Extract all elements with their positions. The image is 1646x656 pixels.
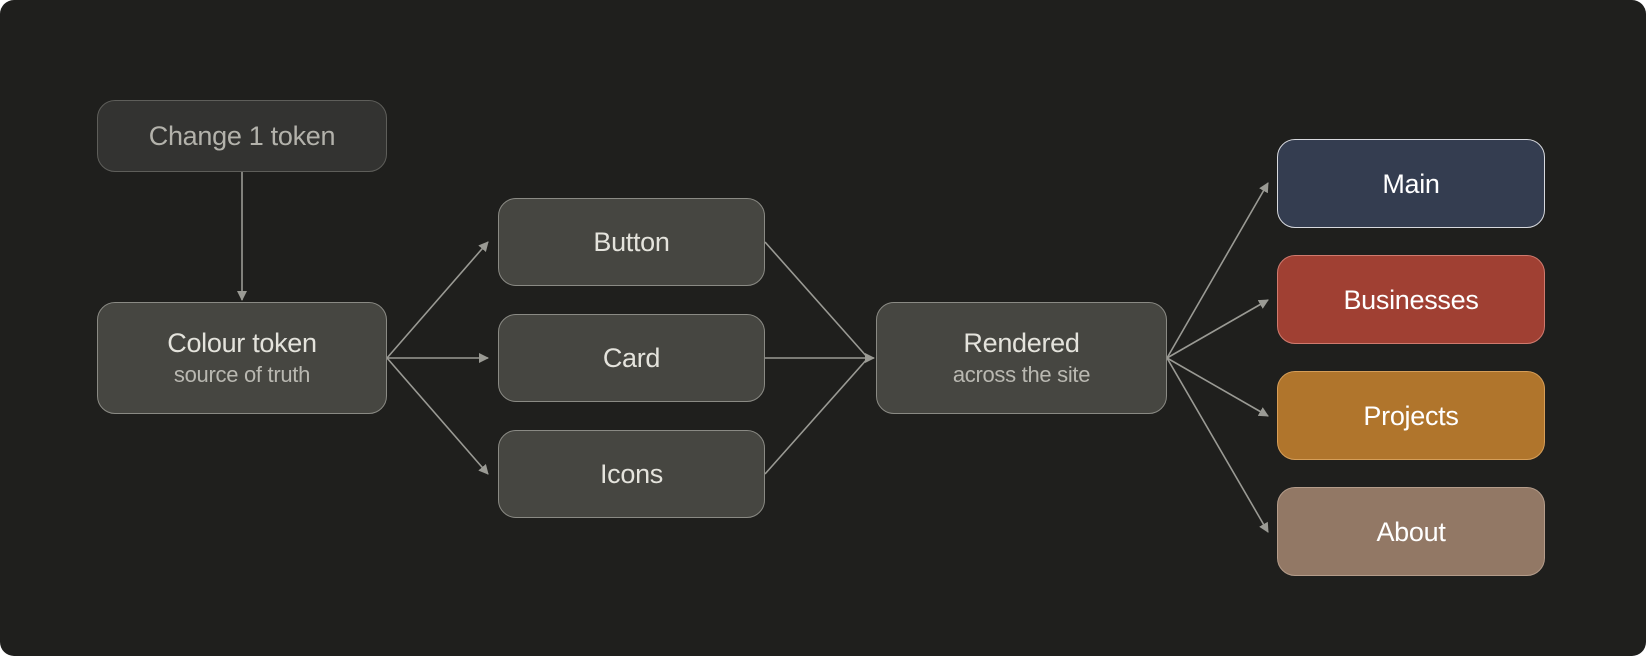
node-title: Businesses: [1343, 284, 1479, 315]
edge-button-to-rendered: [764, 241, 869, 359]
edge-icons-to-rendered: [764, 357, 869, 475]
node-businesses: Businesses: [1277, 255, 1545, 344]
node-title: Main: [1382, 168, 1440, 199]
edge-colour-to-icons: [386, 357, 489, 475]
node-subtitle: source of truth: [173, 362, 311, 387]
node-title: Projects: [1363, 400, 1459, 431]
edge-rendered-to-about: [1166, 357, 1269, 533]
node-title: Card: [602, 343, 661, 373]
node-subtitle: across the site: [952, 362, 1091, 387]
node-title: Colour token: [167, 328, 317, 358]
edge-rendered-to-main: [1166, 182, 1269, 359]
node-main: Main: [1277, 139, 1545, 228]
node-card: Card: [498, 314, 765, 402]
node-about: About: [1277, 487, 1545, 576]
node-title: Button: [593, 227, 670, 257]
edge-rendered-to-projects: [1166, 357, 1269, 417]
node-title: Icons: [599, 459, 664, 489]
node-icons: Icons: [498, 430, 765, 518]
node-rendered: Rendered across the site: [876, 302, 1167, 414]
node-button: Button: [498, 198, 765, 286]
node-title: Rendered: [963, 328, 1080, 358]
node-colour-token: Colour token source of truth: [97, 302, 387, 414]
edge-rendered-to-businesses: [1166, 299, 1269, 359]
node-title: About: [1376, 516, 1446, 547]
edge-colour-to-button: [386, 241, 489, 359]
node-projects: Projects: [1277, 371, 1545, 460]
node-title: Change 1 token: [148, 121, 336, 151]
node-change-token: Change 1 token: [97, 100, 387, 172]
